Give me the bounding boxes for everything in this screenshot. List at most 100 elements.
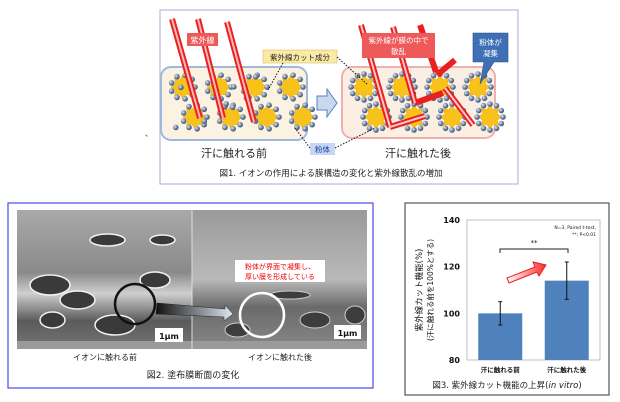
powder-particle: [443, 72, 450, 79]
before-label: イオンに触れる前: [73, 352, 137, 362]
powder-particle: [237, 106, 243, 113]
powder-particle: [488, 84, 494, 90]
powder-particle: [361, 120, 368, 127]
bars: [478, 261, 589, 360]
y-tick-label: 120: [443, 263, 460, 272]
scale-bar-right: [334, 325, 361, 339]
powder-particle: [360, 114, 366, 120]
powder-particle: [222, 124, 228, 131]
powder-particle: [290, 96, 296, 102]
powder-particle: [290, 72, 296, 78]
powder-label-box: [310, 143, 335, 155]
sem-pore: [59, 290, 96, 310]
powder-particle: [186, 103, 192, 110]
powder-particle: [460, 120, 467, 127]
powder-particle: [264, 84, 270, 90]
powder-particle: [462, 84, 468, 90]
powder-particle: [498, 120, 505, 127]
powder-particle: [348, 84, 354, 90]
powder-particle: [437, 120, 444, 127]
sem-pore: [299, 311, 331, 329]
y-axis-title-line2: (汗に触れる前を100%とする): [425, 239, 435, 341]
powder-particle: [288, 118, 295, 124]
powder-particle: [231, 84, 237, 90]
annotation-line2: 厚い膜を形成している: [245, 272, 315, 281]
figure2-caption: 図2. 塗布膜断面の変化: [147, 369, 239, 381]
powder-particle: [168, 80, 175, 86]
significance-bracket: [499, 248, 569, 253]
figure3-caption: 図3. 紫外線カット機能の上昇(in vitro): [432, 380, 581, 391]
uv-cut-label: 紫外線カット成分: [270, 52, 330, 62]
powder-particle: [474, 114, 480, 120]
powder-particle: [174, 73, 180, 80]
uv-cut-particle: [477, 104, 503, 130]
scale-label-right: 1μm: [338, 329, 358, 338]
powder-particle: [204, 88, 211, 94]
y-tick-label: 140: [443, 216, 460, 225]
powder-particle: [225, 91, 231, 98]
powder-particle: [168, 88, 175, 94]
powder-particle: [178, 84, 184, 91]
powder-particle: [349, 77, 356, 84]
powder-particle: [261, 91, 268, 98]
aggregate-label-line1: 粉体が: [479, 37, 502, 47]
figure2: 粉体が界面で凝集し、 厚い膜を形成している 1μm 1μm イオンに触れる前 イ…: [7, 202, 374, 389]
powder-particle: [204, 114, 210, 120]
powder-particle: [366, 102, 373, 109]
uv-cut-pointer: [267, 62, 284, 91]
powder-particle: [361, 107, 368, 114]
annotation-box: [235, 260, 325, 282]
powder-particle: [463, 77, 470, 84]
sem-pore: [29, 274, 71, 296]
powder-particle: [297, 76, 304, 83]
powder-particle: [201, 118, 208, 124]
stat-note-line2: **; P<0.01: [572, 232, 596, 238]
powder-particle: [174, 94, 180, 101]
powder-particle: [180, 118, 187, 124]
powder-particle: [273, 106, 280, 113]
powder-particle: [493, 102, 500, 109]
powder-particle: [254, 96, 260, 102]
sem-pore: [39, 311, 66, 329]
powder-particle: [361, 97, 367, 103]
uv-cut-particle: [218, 104, 244, 130]
powder-particle: [422, 120, 429, 127]
powder-particle: [349, 90, 356, 97]
significance-label: **: [531, 239, 539, 247]
powder-particle: [261, 76, 268, 83]
powder-particle: [424, 84, 430, 90]
aggregate-label-line2: 凝集: [483, 48, 498, 58]
powder-particle: [354, 95, 361, 102]
powder-particle: [487, 101, 493, 107]
powder-particle: [450, 84, 456, 90]
powder-particle: [387, 90, 394, 97]
powder-particle: [229, 104, 236, 111]
scatter-label-box: [362, 33, 435, 58]
powder-particle: [411, 127, 417, 133]
x-tick-label: 汗に触れた後: [547, 365, 587, 374]
x-tick-label: 汗に触れる前: [481, 365, 521, 374]
powder-particle: [475, 120, 482, 127]
after-label: イオンに触れた後: [248, 352, 312, 362]
powder-particle: [276, 80, 283, 86]
uv-cut-label-box: [262, 49, 338, 64]
powder-particle: [273, 121, 280, 128]
powder-particle: [468, 95, 475, 102]
powder-particle: [500, 114, 506, 120]
powder-particle: [487, 127, 493, 133]
powder-particle: [392, 95, 399, 102]
sem-pore: [89, 233, 126, 247]
powder-particle: [399, 97, 405, 103]
powder-particle: [430, 72, 437, 79]
powder-particle: [282, 94, 288, 101]
powder-pointer: [294, 127, 311, 149]
powder-particle: [309, 121, 316, 128]
powder-particle: [486, 90, 493, 97]
powder-particle: [463, 90, 470, 97]
powder-particle: [302, 102, 308, 108]
powder-particle: [225, 76, 231, 83]
powder-particle: [302, 126, 308, 132]
powder-particle: [399, 107, 406, 114]
powder-particle: [240, 114, 246, 120]
